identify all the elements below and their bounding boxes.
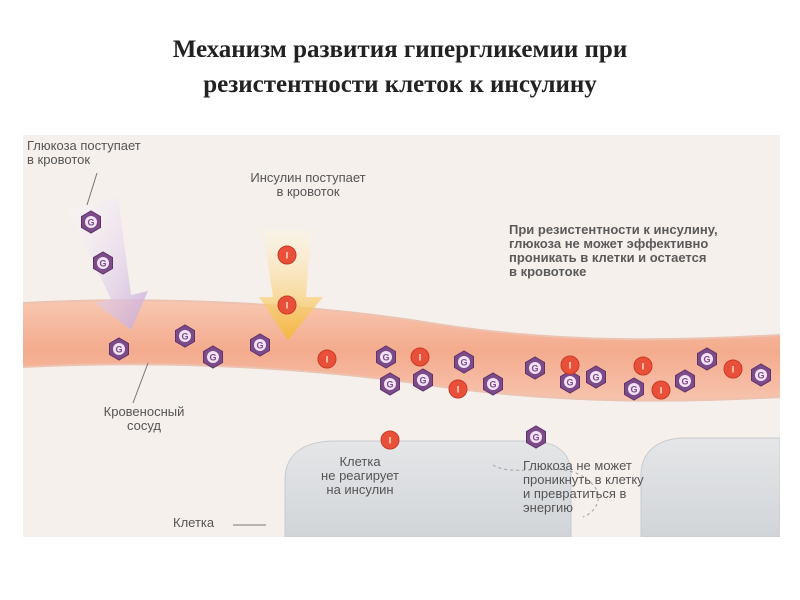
insulin-molecule: I bbox=[651, 380, 671, 400]
svg-text:G: G bbox=[489, 380, 496, 390]
insulin-molecule: I bbox=[277, 295, 297, 315]
svg-text:I: I bbox=[642, 362, 645, 372]
glucose-molecule: G bbox=[109, 337, 129, 361]
glucose-source-label: Глюкоза поступает в кровоток bbox=[27, 138, 141, 167]
glucose-molecule: G bbox=[526, 425, 546, 449]
svg-text:G: G bbox=[681, 377, 688, 387]
insulin-molecule: I bbox=[317, 349, 337, 369]
svg-text:G: G bbox=[419, 376, 426, 386]
svg-text:I: I bbox=[732, 365, 735, 375]
slide-title: Механизм развития гипергликемии при рези… bbox=[0, 32, 800, 102]
svg-text:I: I bbox=[389, 436, 392, 446]
svg-text:G: G bbox=[181, 332, 188, 342]
glucose-molecule: G bbox=[675, 369, 695, 393]
glucose-molecule: G bbox=[454, 350, 474, 374]
svg-text:G: G bbox=[592, 373, 599, 383]
glucose-molecule: G bbox=[624, 377, 644, 401]
glucose-source-leader bbox=[86, 172, 98, 206]
svg-text:I: I bbox=[569, 361, 572, 371]
svg-text:G: G bbox=[115, 345, 122, 355]
insulin-molecule: I bbox=[380, 430, 400, 450]
glucose-molecule: G bbox=[413, 368, 433, 392]
vessel-label: Кровеносный сосуд bbox=[103, 404, 185, 433]
insulin-molecule: I bbox=[410, 347, 430, 367]
svg-text:G: G bbox=[566, 378, 573, 388]
glucose-molecule: G bbox=[380, 372, 400, 396]
glucose-molecule: G bbox=[81, 210, 101, 234]
title-line-1: Механизм развития гипергликемии при bbox=[172, 36, 628, 63]
cell-no-response-label: Клетка не реагирует на инсулин bbox=[321, 454, 399, 497]
svg-text:G: G bbox=[532, 433, 539, 443]
insulin-molecule: I bbox=[560, 355, 580, 375]
insulin-source-label: Инсулин поступает в кровоток bbox=[250, 170, 366, 199]
title-line-2: резистентности клеток к инсулину bbox=[203, 71, 597, 98]
cell-label: Клетка bbox=[173, 515, 215, 530]
svg-text:G: G bbox=[531, 364, 538, 374]
insulin-molecule: I bbox=[448, 379, 468, 399]
svg-text:G: G bbox=[209, 353, 216, 363]
svg-text:G: G bbox=[382, 353, 389, 363]
svg-text:G: G bbox=[757, 371, 764, 381]
svg-text:G: G bbox=[87, 218, 94, 228]
svg-text:I: I bbox=[286, 301, 289, 311]
svg-text:G: G bbox=[256, 341, 263, 351]
svg-text:G: G bbox=[703, 355, 710, 365]
vessel-leader bbox=[132, 362, 149, 404]
svg-text:G: G bbox=[386, 380, 393, 390]
glucose-molecule: G bbox=[250, 333, 270, 357]
svg-text:G: G bbox=[630, 385, 637, 395]
svg-text:I: I bbox=[660, 386, 663, 396]
glucose-molecule: G bbox=[586, 365, 606, 389]
insulin-molecule: I bbox=[277, 245, 297, 265]
glucose-molecule: G bbox=[525, 356, 545, 380]
glucose-molecule: G bbox=[175, 324, 195, 348]
glucose-molecule: G bbox=[93, 251, 113, 275]
svg-text:G: G bbox=[460, 358, 467, 368]
glucose-molecule: G bbox=[376, 345, 396, 369]
glucose-blocked-label: Глюкоза не может проникнуть в клетку и п… bbox=[523, 458, 644, 515]
resistance-note: При резистентности к инсулину, глюкоза н… bbox=[509, 222, 718, 279]
glucose-molecule: G bbox=[697, 347, 717, 371]
svg-text:I: I bbox=[457, 385, 460, 395]
neighbor-cell-body bbox=[640, 437, 780, 537]
glucose-molecule: G bbox=[203, 345, 223, 369]
svg-text:I: I bbox=[326, 355, 329, 365]
glucose-molecule: G bbox=[483, 372, 503, 396]
insulin-molecule: I bbox=[723, 359, 743, 379]
insulin-entry-arrow bbox=[259, 230, 323, 340]
glucose-molecule: G bbox=[751, 363, 771, 387]
svg-text:I: I bbox=[286, 251, 289, 261]
svg-text:I: I bbox=[419, 353, 422, 363]
svg-text:G: G bbox=[99, 259, 106, 269]
insulin-molecule: I bbox=[633, 356, 653, 376]
